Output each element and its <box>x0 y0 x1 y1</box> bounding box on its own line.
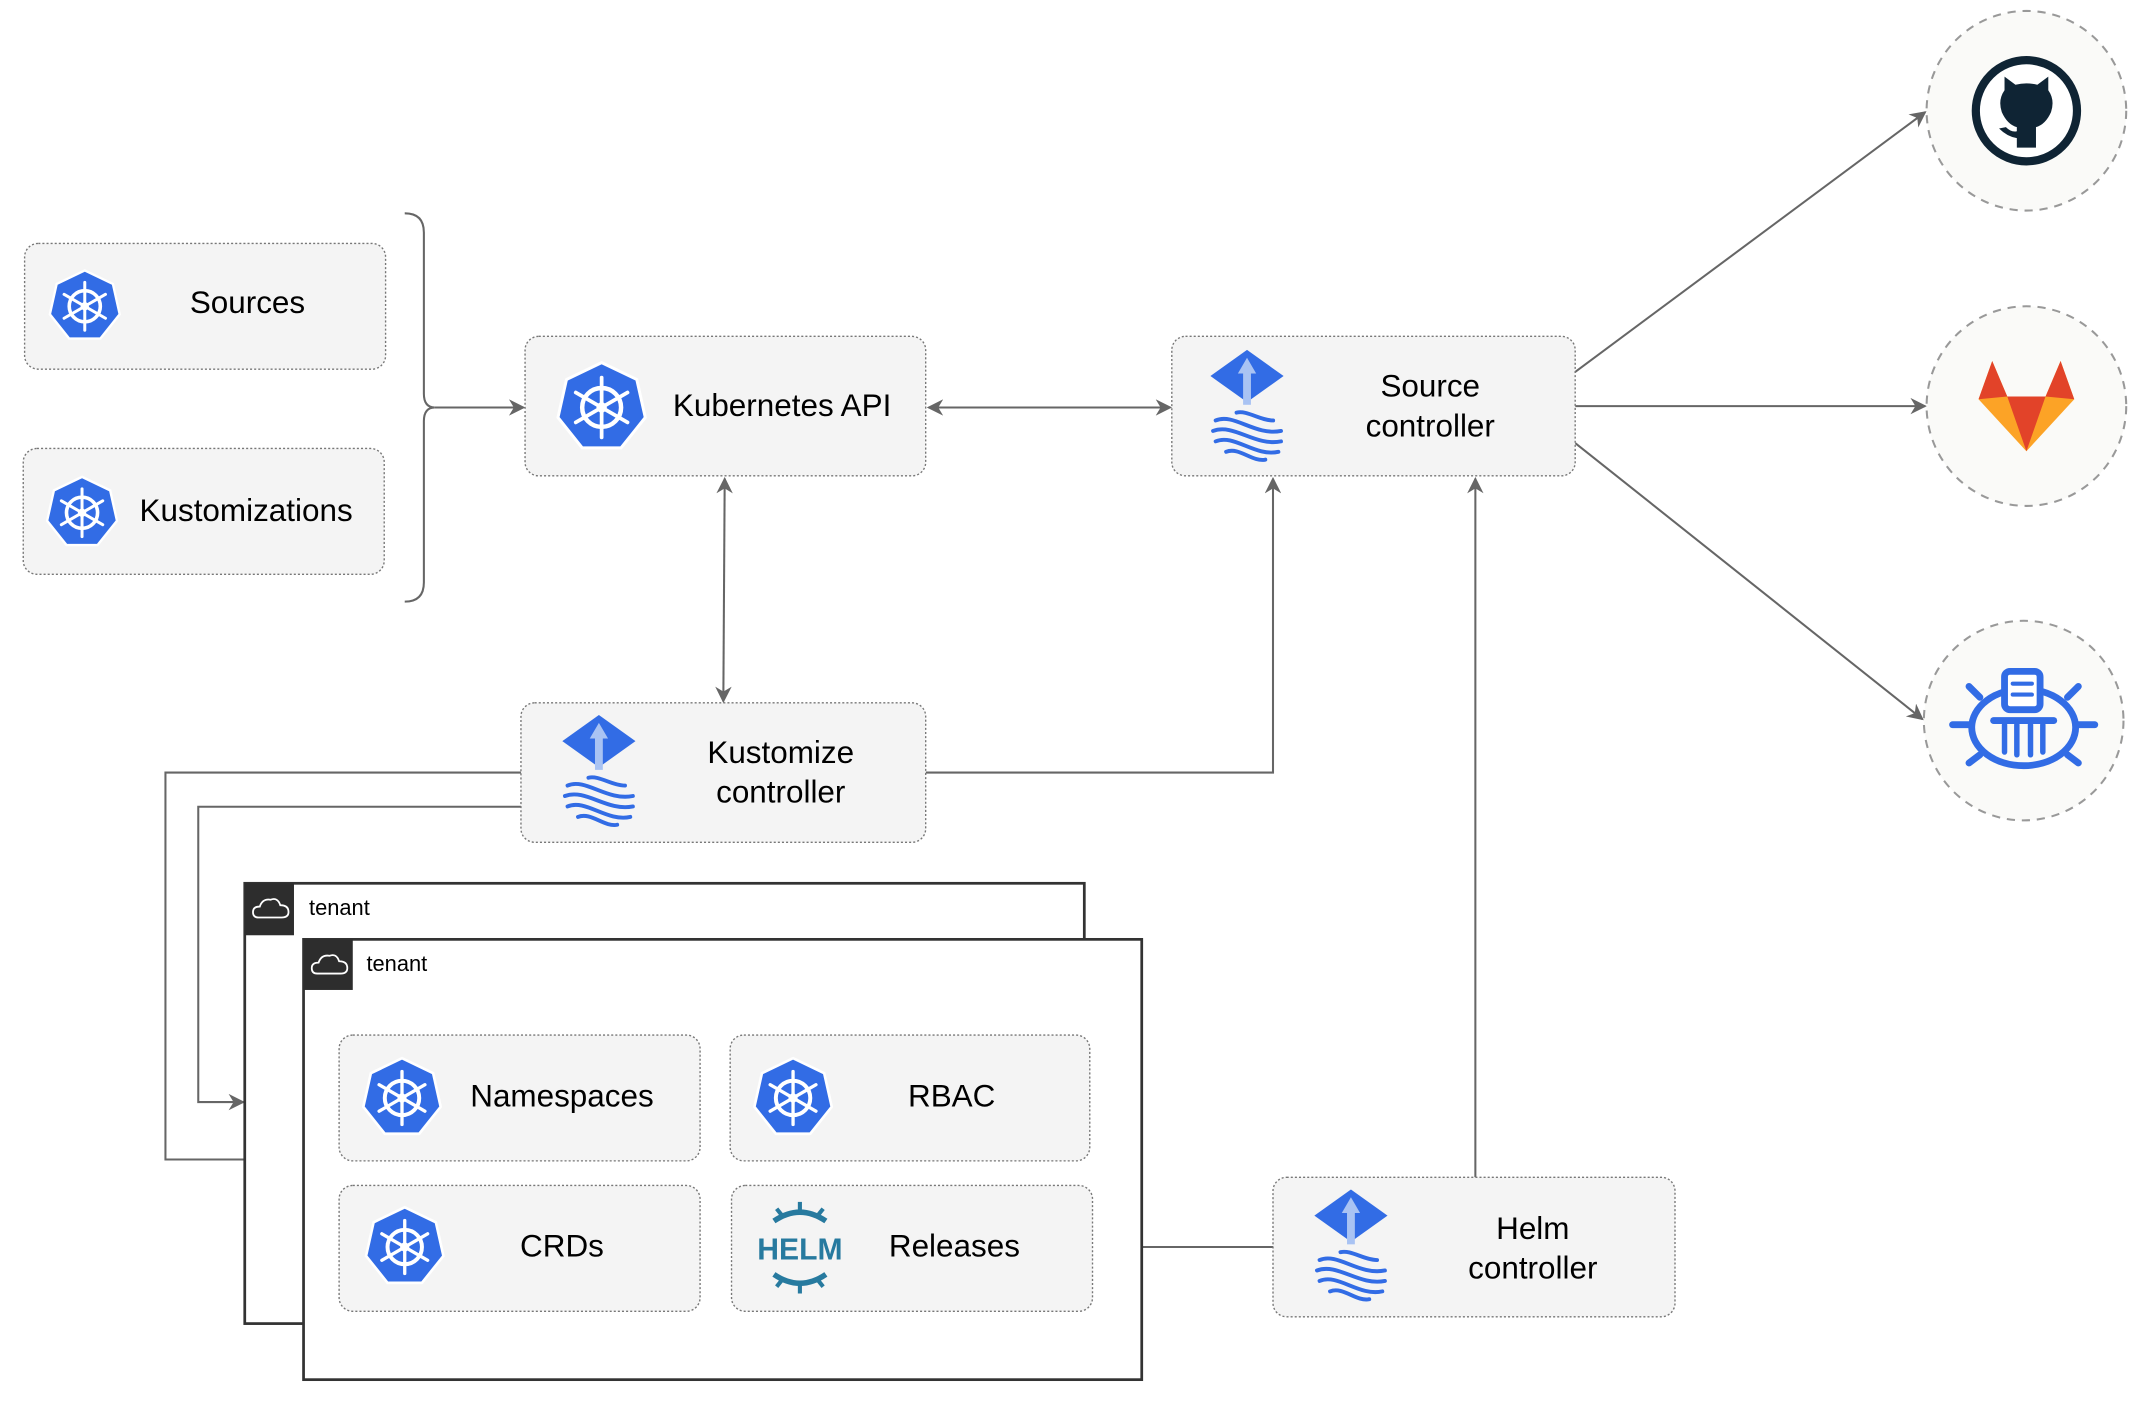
node-label: Namespaces <box>470 1078 653 1113</box>
node-helm-controller[interactable]: Helm controller <box>1272 1176 1676 1318</box>
external-bucket[interactable] <box>1922 619 2125 822</box>
node-label: controller <box>716 775 845 810</box>
edges <box>164 111 1927 1256</box>
edge-kustomize-to-tenant-front <box>164 771 521 1168</box>
node-sources[interactable]: Sources <box>23 242 387 370</box>
edge-api-kustomize-controller <box>715 476 733 704</box>
node-label: Helm <box>1496 1211 1569 1246</box>
helm-icon: HELM <box>757 1201 843 1294</box>
tenant-front[interactable]: tenant Namespaces RBAC CRDs <box>302 937 1144 1382</box>
node-label: controller <box>1468 1251 1597 1286</box>
edge-kustomize-to-tenant-back <box>197 805 521 1111</box>
external-gitlab[interactable] <box>1925 305 2128 507</box>
node-crds[interactable]: CRDs <box>338 1184 701 1312</box>
cloud-icon <box>252 898 290 919</box>
edge-source-to-bucket <box>1574 442 1924 721</box>
node-rbac[interactable]: RBAC <box>729 1034 1091 1162</box>
node-label: Releases <box>889 1229 1020 1264</box>
node-label: Kustomizations <box>140 493 353 528</box>
svg-text:HELM: HELM <box>757 1233 842 1266</box>
node-label: controller <box>1366 408 1495 443</box>
node-label: CRDs <box>520 1229 604 1264</box>
node-kustomizations[interactable]: Kustomizations <box>22 447 385 575</box>
external-github[interactable] <box>1925 9 2128 212</box>
node-source-controller[interactable]: Source controller <box>1171 335 1576 477</box>
node-label: Kustomize <box>707 735 854 770</box>
cloud-icon <box>310 954 349 975</box>
node-label: RBAC <box>908 1078 995 1113</box>
node-label: Kubernetes API <box>673 388 891 423</box>
node-namespaces[interactable]: Namespaces <box>338 1034 701 1162</box>
node-kubernetes-api[interactable]: Kubernetes API <box>524 335 927 477</box>
github-icon <box>1971 56 2082 166</box>
node-kustomize-controller[interactable]: Kustomize controller <box>520 702 927 843</box>
edge-kustomize-to-source <box>925 476 1282 774</box>
edge-source-to-github <box>1574 111 1927 373</box>
tenant-label: tenant <box>309 895 370 920</box>
node-releases[interactable]: HELM Releases <box>730 1184 1094 1312</box>
node-label: Source <box>1380 369 1480 404</box>
bucket-icon <box>1949 667 2099 770</box>
gitlab-icon <box>1978 360 2075 452</box>
tenant-label: tenant <box>366 951 427 976</box>
bracket <box>404 212 435 603</box>
node-label: Sources <box>190 285 305 320</box>
